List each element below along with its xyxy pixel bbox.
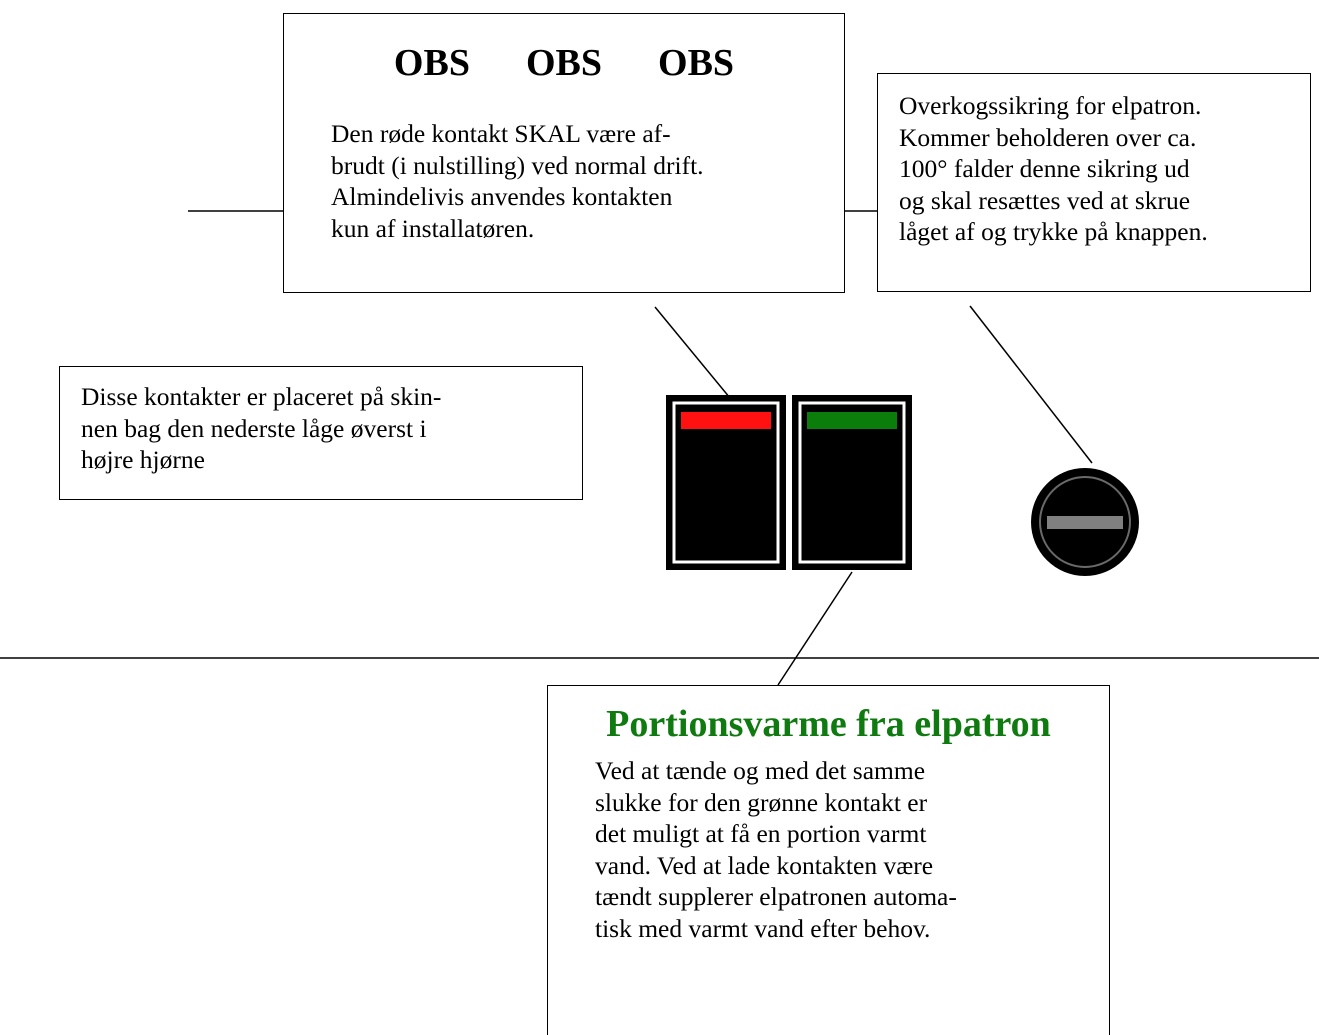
red-switch	[666, 395, 786, 570]
red-switch-indicator	[681, 412, 771, 429]
overheat-fuse-text: Overkogssikring for elpatron. Kommer beh…	[899, 90, 1309, 248]
portion-heating-text: Ved at tænde og med det samme slukke for…	[595, 755, 1095, 944]
green-switch-indicator	[807, 412, 897, 429]
location-text-line: nen bag den nederste låge øverst i	[81, 413, 427, 443]
fuse-text-line: og skal resættes ved at skrue	[899, 185, 1191, 215]
fuse-text-line: 100° falder denne sikring ud	[899, 154, 1190, 183]
portion-text-line: tisk med varmt vand efter behov.	[595, 913, 931, 943]
fuse-text-line: Overkogssikring for elpatron.	[899, 91, 1202, 120]
obs-title: OBS OBS OBS	[284, 41, 844, 85]
overheat-reset-button	[1031, 468, 1139, 576]
portion-heating-title: Portionsvarme fra elpatron	[606, 703, 1051, 745]
portion-text-line: Ved at tænde og med det samme	[595, 756, 926, 785]
switch-location-text: Disse kontakter er placeret på skin- nen…	[81, 381, 571, 476]
red-switch-pointer-line	[654, 306, 731, 399]
location-text-line: højre hjørne	[81, 445, 205, 474]
portion-text-line: det muligt at få en portion varmt	[595, 819, 927, 848]
obs-word: OBS	[525, 42, 603, 84]
portion-heating-box: Portionsvarme fra elpatron Ved at tænde …	[547, 685, 1110, 1035]
green-switch	[792, 395, 912, 570]
green-switch-pointer-line	[777, 571, 853, 686]
portion-text-line: vand. Ved at lade kontakten være	[595, 850, 934, 880]
obs-text-line: kun af installatøren.	[331, 213, 535, 243]
obs-word: OBS	[658, 42, 735, 84]
overheat-fuse-box: Overkogssikring for elpatron. Kommer beh…	[877, 73, 1311, 292]
location-text-line: Disse kontakter er placeret på skin-	[81, 382, 442, 411]
obs-word: OBS	[393, 42, 470, 84]
obs-warning-box: OBS OBS OBS Den røde kontakt SKAL være a…	[283, 13, 845, 293]
obs-text-line: Almindelivis anvendes kontakten	[331, 182, 673, 211]
portion-text-line: tændt supplerer elpatronen automa-	[595, 882, 957, 911]
obs-text-line: brudt (i nulstilling) ved normal drift.	[331, 150, 704, 180]
obs-text-line: Den røde kontakt SKAL være af-	[331, 119, 671, 148]
fuse-text-line: Kommer beholderen over ca.	[899, 122, 1197, 152]
obs-warning-text: Den røde kontakt SKAL være af- brudt (i …	[331, 118, 831, 244]
portion-text-line: slukke for den grønne kontakt er	[595, 787, 928, 817]
switch-location-box: Disse kontakter er placeret på skin- nen…	[59, 366, 583, 500]
fuse-text-line: låget af og trykke på knappen.	[899, 217, 1208, 246]
reset-button-pointer-line	[969, 305, 1093, 464]
reset-slot	[1047, 516, 1123, 529]
